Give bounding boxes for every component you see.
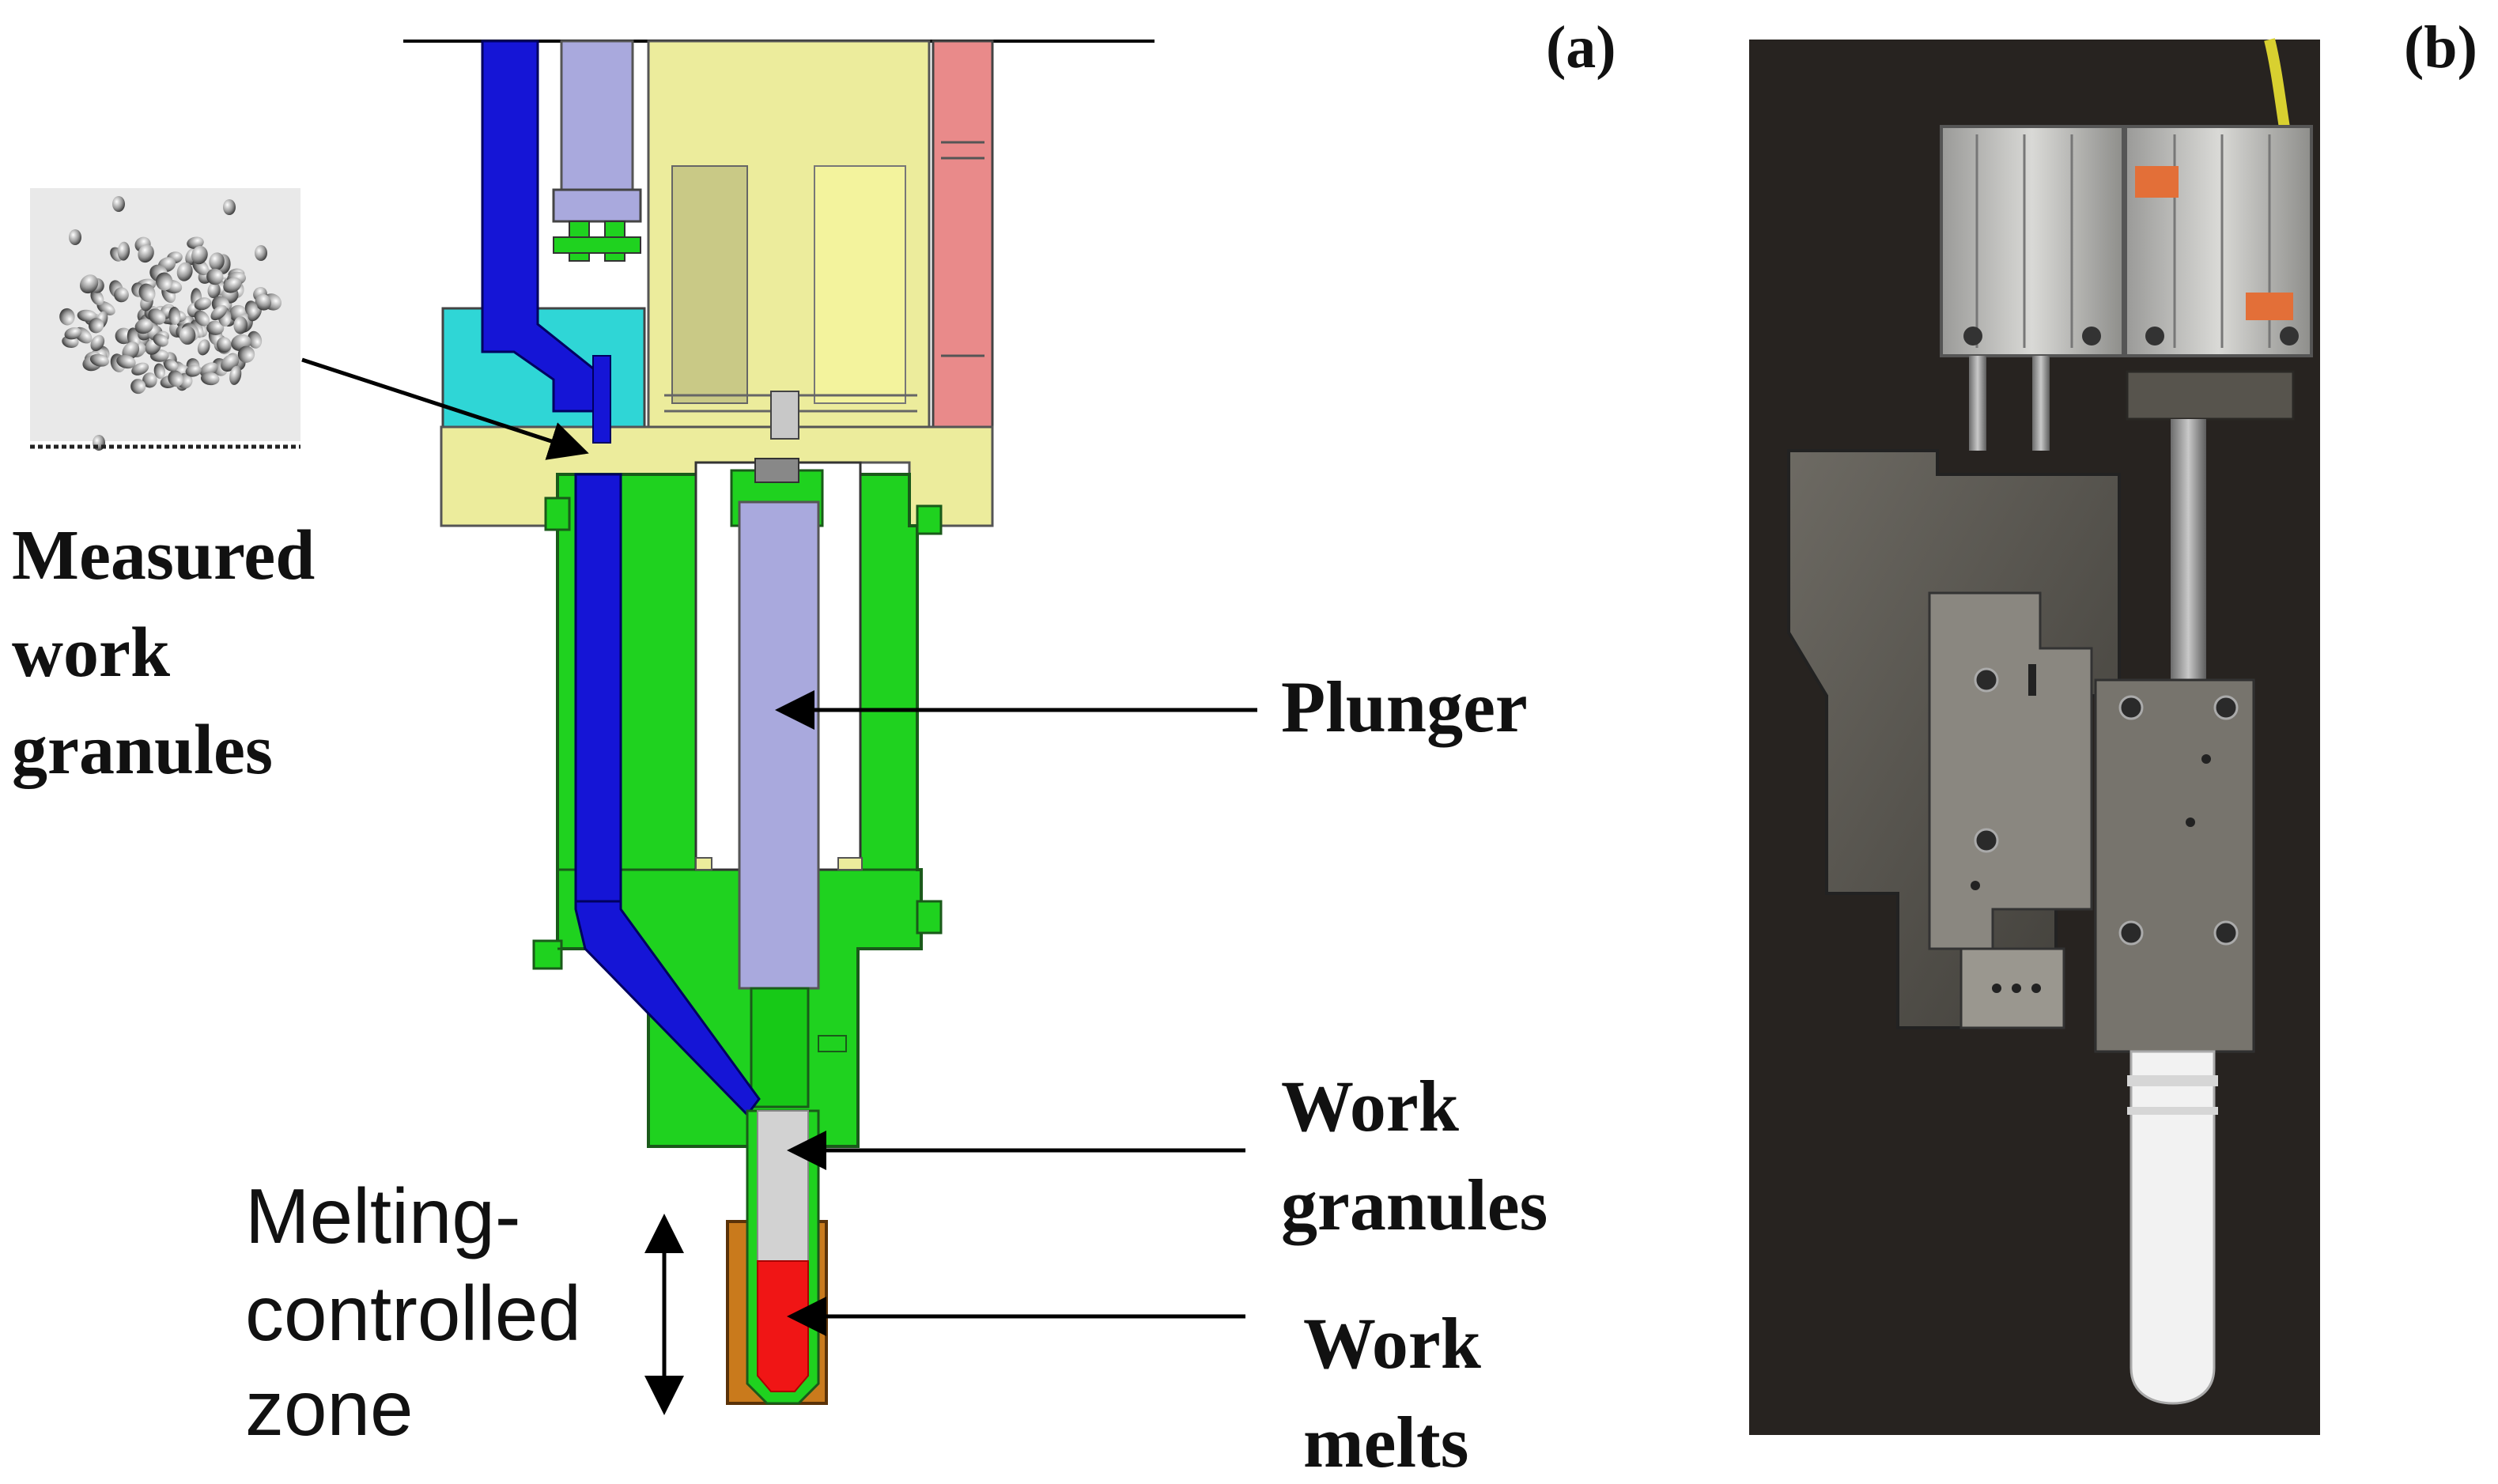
granule: [168, 307, 181, 325]
granule: [142, 372, 157, 388]
granule: [168, 370, 183, 387]
melting-zone-label-3: zone: [245, 1365, 414, 1452]
svg-text:Work melts: Work melts: [1303, 1303, 1499, 1482]
measured-label-1: Measured: [12, 516, 315, 595]
work-granules-column: [757, 1110, 809, 1262]
granule: [194, 297, 212, 311]
granule: [134, 319, 153, 334]
work-melts-label-2: melts: [1303, 1402, 1468, 1482]
melting-zone-label-2: controlled: [245, 1270, 581, 1357]
granule: [153, 363, 165, 379]
granule: [176, 262, 193, 281]
pink-plate: [932, 40, 994, 454]
granules-photo-icon: [30, 188, 300, 451]
granule: [244, 300, 258, 317]
granule: [206, 268, 224, 285]
panel-a-label: (a): [1546, 14, 1616, 81]
arrow-measured: [301, 357, 589, 460]
work-granules-label-2: granules: [1281, 1165, 1548, 1245]
svg-text:Work granules: Work granules: [1281, 1066, 1548, 1245]
granule: [69, 229, 81, 245]
device-photo-icon: [1749, 38, 2320, 1435]
measured-label-3: granules: [12, 711, 273, 789]
work-melts-label-1: Work: [1303, 1303, 1482, 1384]
plunger: [738, 500, 820, 990]
granule: [130, 379, 146, 395]
granule: [248, 330, 263, 349]
granule: [185, 364, 202, 377]
granule: [223, 199, 236, 215]
granule: [59, 308, 75, 326]
granule: [116, 354, 136, 369]
svg-text:Melting- controlled zo: Melting- controlled zone: [245, 1172, 603, 1452]
granule: [90, 289, 104, 306]
granule: [155, 272, 173, 291]
granule: [237, 346, 255, 363]
granule: [153, 334, 168, 347]
work-melt: [757, 1260, 809, 1392]
plunger-label: Plunger: [1281, 666, 1528, 747]
granule: [148, 308, 166, 325]
melting-zone-label-1: Melting-: [245, 1172, 521, 1259]
granule: [131, 362, 149, 376]
work-granules-label-1: Work: [1281, 1066, 1460, 1146]
granule: [206, 320, 225, 335]
granule: [64, 327, 82, 340]
upper-plunger-rod: [560, 40, 634, 193]
granule: [112, 196, 125, 212]
granule: [114, 287, 129, 303]
plunger-tip: [750, 987, 810, 1108]
granule: [194, 310, 210, 327]
feed-tube-upper: [481, 40, 599, 413]
measured-label-2: work: [12, 614, 170, 692]
granule: [187, 236, 204, 249]
granule: [138, 283, 156, 302]
granule: [209, 252, 225, 271]
granule: [138, 244, 154, 263]
granule: [229, 365, 242, 385]
granule: [255, 293, 271, 311]
granule: [191, 245, 208, 265]
svg-text:Measured work granules: Measured work granules: [12, 516, 333, 789]
granule: [77, 309, 97, 323]
granule: [223, 278, 242, 293]
granule: [89, 318, 104, 334]
granule: [117, 241, 130, 261]
granule: [207, 282, 221, 299]
granule: [200, 372, 220, 386]
nozzle: [726, 1109, 828, 1405]
granule: [179, 326, 196, 345]
granule: [90, 334, 105, 352]
granule: [217, 337, 232, 353]
granule: [197, 339, 210, 356]
granule: [89, 353, 109, 367]
granule: [210, 305, 228, 321]
granule: [255, 245, 267, 261]
granule: [233, 316, 248, 334]
feed-tube-lower: [574, 473, 761, 1117]
granule: [79, 274, 99, 294]
panel-b-label: (b): [2404, 14, 2477, 81]
granule: [163, 359, 179, 372]
